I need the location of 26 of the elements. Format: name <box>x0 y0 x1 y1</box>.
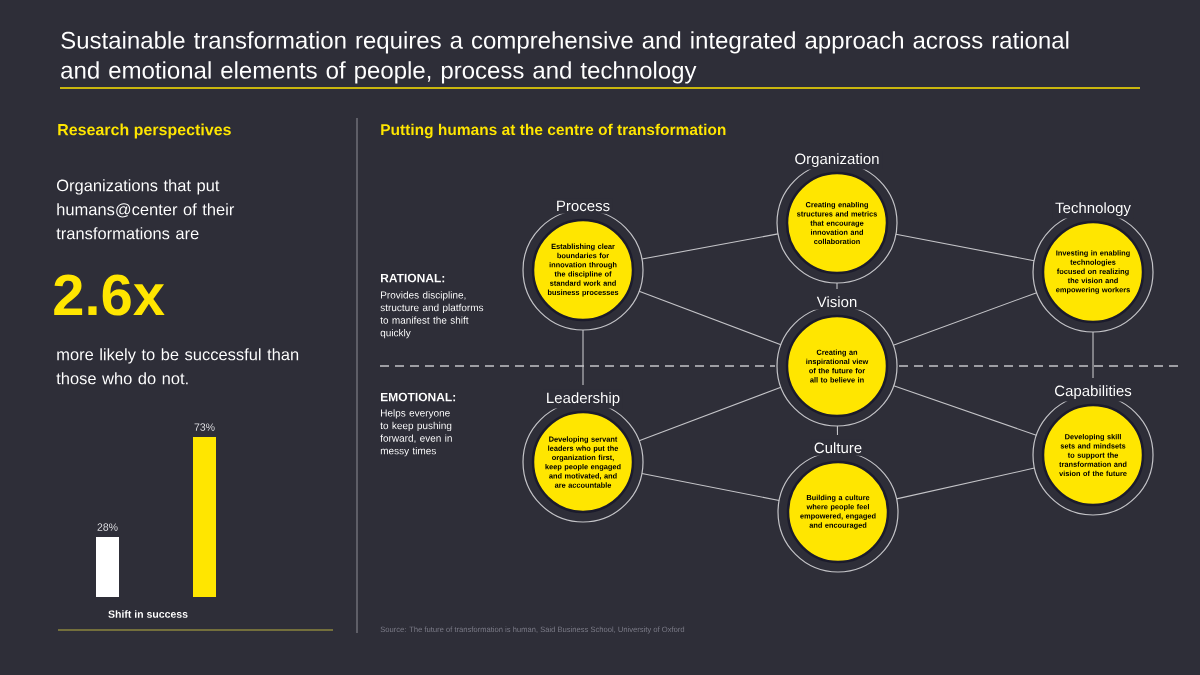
slide-title: Sustainable transformation requires a comprehensive and integrated approach across rational and emotional elements of people, process and technology <box>61 31 1069 84</box>
row-description: Helps everyone to keep pushing forward, even in messy times <box>380 409 452 457</box>
connector-line <box>641 233 779 260</box>
chart-caption: Shift in success <box>108 610 188 618</box>
row-heading: RATIONAL: <box>381 273 445 283</box>
section-heading: Research perspectives <box>58 123 231 139</box>
value-label: 28% <box>97 523 118 531</box>
connector-line <box>895 233 1035 262</box>
big-number: 2.6x <box>54 274 165 316</box>
connector-line <box>892 292 1038 346</box>
connector-line <box>582 329 584 386</box>
connector-line <box>836 282 838 290</box>
statement-text: more likely to be successful than those who do not. <box>56 348 299 385</box>
connector-line <box>1092 331 1094 379</box>
value-label: 73% <box>194 423 215 431</box>
connector-line <box>638 386 782 442</box>
connector-line <box>896 467 1035 500</box>
section-heading: Putting humans at the centre of transformation <box>381 123 726 139</box>
statement-text: Organizations that put humans@center of their transformations are <box>56 179 235 240</box>
connector-line <box>641 473 780 501</box>
node-heading: Process <box>553 198 613 214</box>
connector-line <box>836 425 839 436</box>
connector-line <box>893 385 1037 436</box>
row-heading: EMOTIONAL: <box>381 392 456 402</box>
connector-line <box>638 290 782 346</box>
row-description: Provides discipline, structure and platforms to manifest the shift quickly <box>380 291 484 339</box>
